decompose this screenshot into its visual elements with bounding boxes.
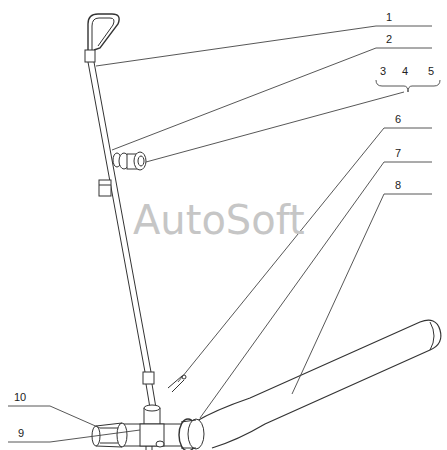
callout-number: 1: [386, 12, 392, 23]
watermark: AutoSoft: [133, 200, 305, 240]
callout-number: 10: [14, 392, 26, 403]
callout-number: 3: [380, 66, 386, 77]
callout-number: 6: [395, 114, 401, 125]
callout-number: 2: [386, 34, 392, 45]
callout-number: 4: [402, 66, 408, 77]
callout-number: 9: [18, 428, 24, 439]
callout-number: 5: [428, 66, 434, 77]
callout-number: 8: [395, 180, 401, 191]
callout-number: 7: [395, 148, 401, 159]
